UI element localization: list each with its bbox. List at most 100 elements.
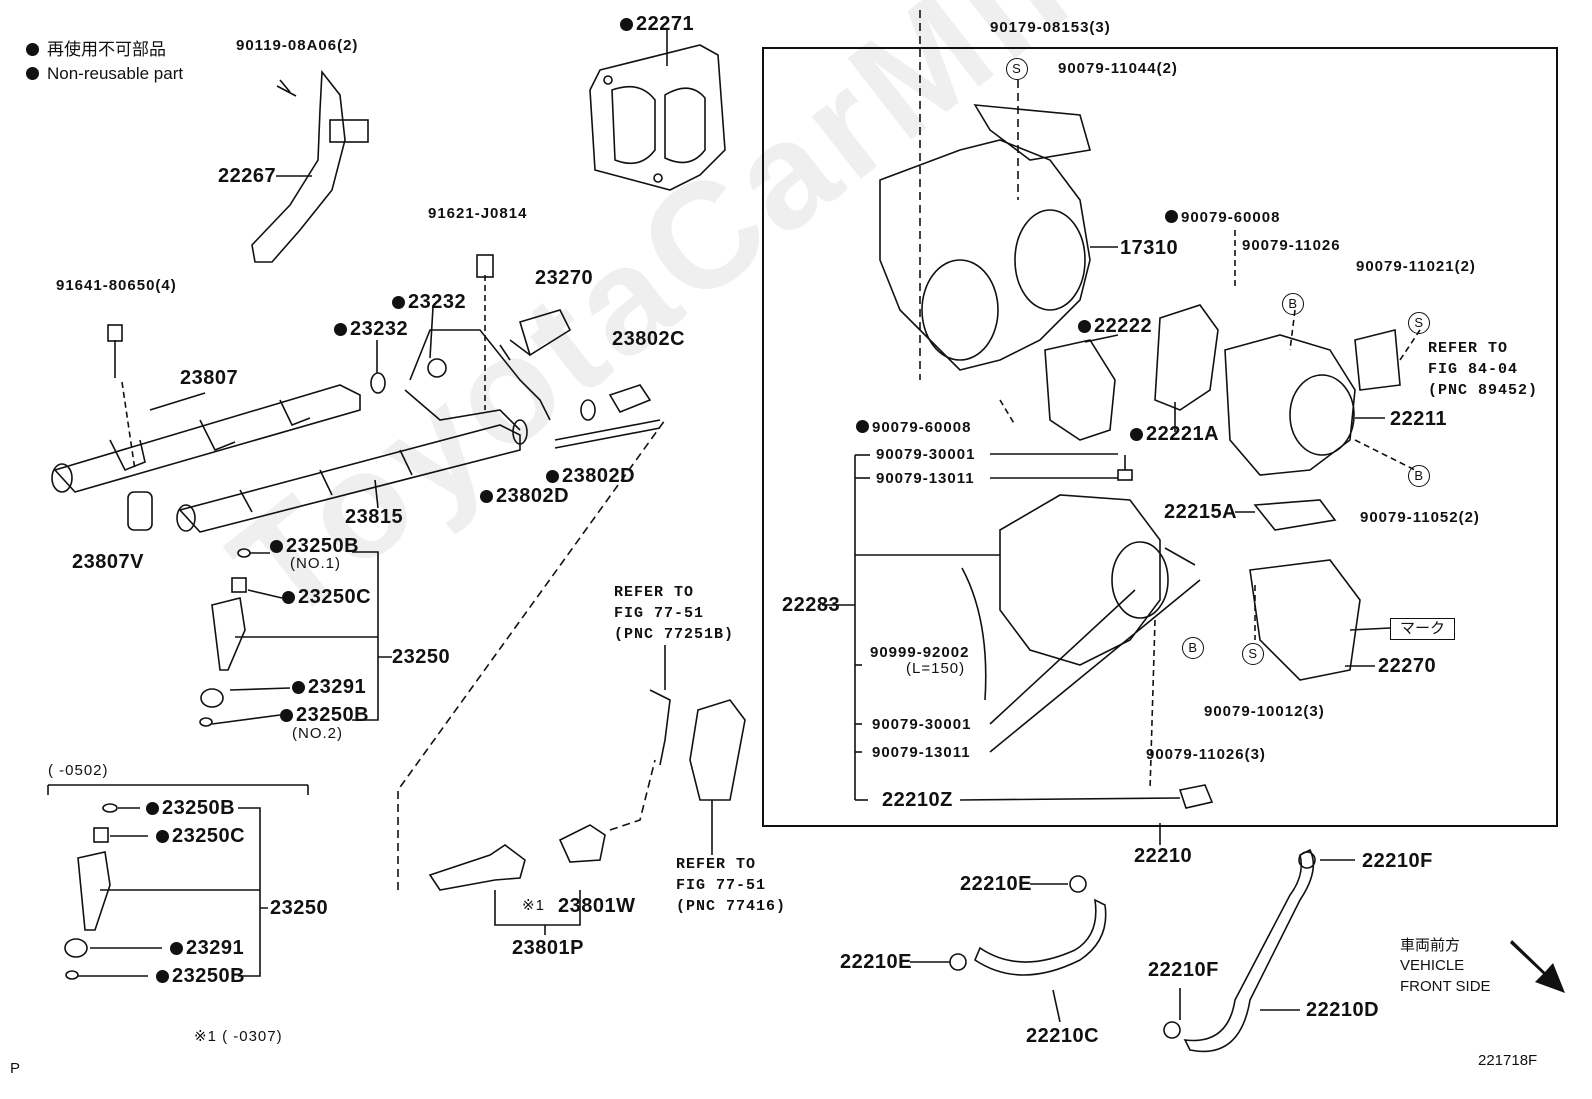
label-22210d: 22210D xyxy=(1306,999,1380,1021)
label-23232-b-text: 23232 xyxy=(350,318,409,340)
label-23250b-d-text: 23250B xyxy=(172,965,246,987)
label-22210e-b: 22210E xyxy=(840,951,912,973)
non-reusable-dot-icon xyxy=(334,323,347,336)
label-22210z: 22210Z xyxy=(882,789,953,811)
fitting-22210z-shape xyxy=(1178,784,1214,809)
refer-77251b[interactable]: REFER TO FIG 77-51 (PNC 77251B) xyxy=(614,584,735,643)
union-bolt-23802c-shape xyxy=(608,384,652,413)
non-reusable-dot-icon xyxy=(1130,428,1143,441)
bracket-77416-shape xyxy=(689,699,746,801)
label-22271-text: 22271 xyxy=(636,13,695,35)
circle-b-a: B xyxy=(1282,292,1304,315)
non-reusable-dot-icon xyxy=(156,830,169,843)
circle-s-b: S xyxy=(1408,311,1430,334)
vehicle-front-en2: FRONT SIDE xyxy=(1400,978,1491,995)
non-reusable-dot-icon xyxy=(26,43,39,56)
label-23291-a: 23291 xyxy=(292,677,366,697)
label-23250b-no1-text: 23250B xyxy=(286,535,360,557)
non-reusable-dot-icon xyxy=(292,681,305,694)
label-23801p: 23801P xyxy=(512,937,584,959)
label-23802d-b: 23802D xyxy=(480,486,569,506)
label-22222-text: 22222 xyxy=(1094,315,1153,337)
non-reusable-dot-icon xyxy=(856,420,869,433)
valve-22211-shape xyxy=(1224,334,1356,476)
label-90079-11026-b: 90079-11026(3) xyxy=(1146,746,1266,763)
legend-row-jp: 再使用不可部品 xyxy=(26,38,183,62)
circle-b-icon: B xyxy=(1282,293,1304,315)
label-23270: 23270 xyxy=(535,267,594,289)
clamp-22210f-shape xyxy=(1298,851,1316,869)
circle-s-icon: S xyxy=(1006,58,1028,80)
label-22221a-text: 22221A xyxy=(1146,423,1220,445)
throttle-body-17310-shape xyxy=(879,139,1091,371)
mark-label: マーク xyxy=(1390,618,1455,640)
non-reusable-dot-icon xyxy=(270,540,283,553)
label-23232-a: 23232 xyxy=(392,292,466,312)
pressure-sensor-23270-shape xyxy=(519,309,572,357)
refer-89452[interactable]: REFER TO FIG 84-04 (PNC 89452) xyxy=(1428,340,1539,399)
label-91621: 91621-J0814 xyxy=(428,205,528,222)
non-reusable-dot-icon xyxy=(392,296,405,309)
label-23802d-b-text: 23802D xyxy=(496,485,570,507)
circle-s-icon: S xyxy=(1242,643,1264,665)
label-23250b-c-text: 23250B xyxy=(162,797,236,819)
label-23250-a: 23250 xyxy=(392,646,451,668)
label-23807v: 23807V xyxy=(72,551,144,573)
label-22210f-b: 22210F xyxy=(1148,959,1219,981)
label-90179: 90179-08153(3) xyxy=(940,20,1111,35)
label-23232-a-text: 23232 xyxy=(408,291,467,313)
label-90079-11052: 90079-11052(2) xyxy=(1360,509,1480,526)
gasket-22215a-shape xyxy=(1253,499,1337,531)
legend-jp-text: 再使用不可部品 xyxy=(47,40,166,59)
legend-en-text: Non-reusable part xyxy=(47,64,184,83)
label-90079-13011-b: 90079-13011 xyxy=(872,744,971,761)
label-23250b-no1-sub: (NO.1) xyxy=(290,555,341,572)
page-mark: P xyxy=(10,1060,21,1077)
label-17310: 17310 xyxy=(1120,237,1179,259)
label-23291-b: 23291 xyxy=(170,938,244,958)
hose-22210c-shape xyxy=(974,898,1107,976)
label-90079-60008-a: 90079-60008 xyxy=(1165,210,1280,225)
label-23801w-mark: ※1 xyxy=(522,897,545,914)
non-reusable-dot-icon xyxy=(26,67,39,80)
label-90079-60008-b: 90079-60008 xyxy=(856,420,971,435)
label-90079-30001-a: 90079-30001 xyxy=(876,446,976,463)
connector-23801w-shape xyxy=(558,824,606,863)
clamp-22210e-shape xyxy=(949,953,967,971)
gasket-top-shape xyxy=(973,104,1092,161)
gasket-22222-shape xyxy=(1044,339,1116,441)
label-range-0502: ( -0502) xyxy=(48,762,109,779)
screw-shape xyxy=(1164,547,1196,566)
gasket-22271-shape xyxy=(589,44,726,191)
fuel-rail-23807-shape xyxy=(53,384,361,493)
label-23250b-no2-text: 23250B xyxy=(296,704,370,726)
label-90079-60008-b-text: 90079-60008 xyxy=(872,419,972,436)
label-22210: 22210 xyxy=(1134,845,1193,867)
label-22210e-a: 22210E xyxy=(960,873,1032,895)
label-90079-30001-b: 90079-30001 xyxy=(872,716,972,733)
label-23802d-a-text: 23802D xyxy=(562,465,636,487)
label-22267: 22267 xyxy=(218,165,277,187)
injector-upper-shape xyxy=(211,597,246,671)
label-22211: 22211 xyxy=(1390,408,1448,430)
circle-b-icon: B xyxy=(1408,465,1430,487)
label-90999: 90999-92002 xyxy=(870,644,970,661)
fuel-rail-23815-shape xyxy=(178,424,521,533)
label-23250c-a: 23250C xyxy=(282,587,371,607)
label-23802d-a: 23802D xyxy=(546,466,635,486)
label-90179-text: 90179-08153(3) xyxy=(990,19,1111,36)
label-23250-b: 23250 xyxy=(270,897,329,919)
label-23802c: 23802C xyxy=(612,328,686,350)
refer-77416[interactable]: REFER TO FIG 77-51 (PNC 77416) xyxy=(676,856,787,915)
label-23815: 23815 xyxy=(345,506,404,528)
label-23250b-no2: 23250B xyxy=(280,705,369,725)
vehicle-front-jp: 車両前方 xyxy=(1400,937,1461,954)
circle-s-c: S xyxy=(1242,642,1264,665)
non-reusable-dot-icon xyxy=(170,942,183,955)
circle-b-c: B xyxy=(1182,636,1204,659)
clamp-22210e-shape xyxy=(1069,875,1087,893)
figure-code: 221718F xyxy=(1478,1052,1538,1069)
non-reusable-dot-icon xyxy=(1165,210,1178,223)
label-22210f-a: 22210F xyxy=(1362,850,1433,872)
